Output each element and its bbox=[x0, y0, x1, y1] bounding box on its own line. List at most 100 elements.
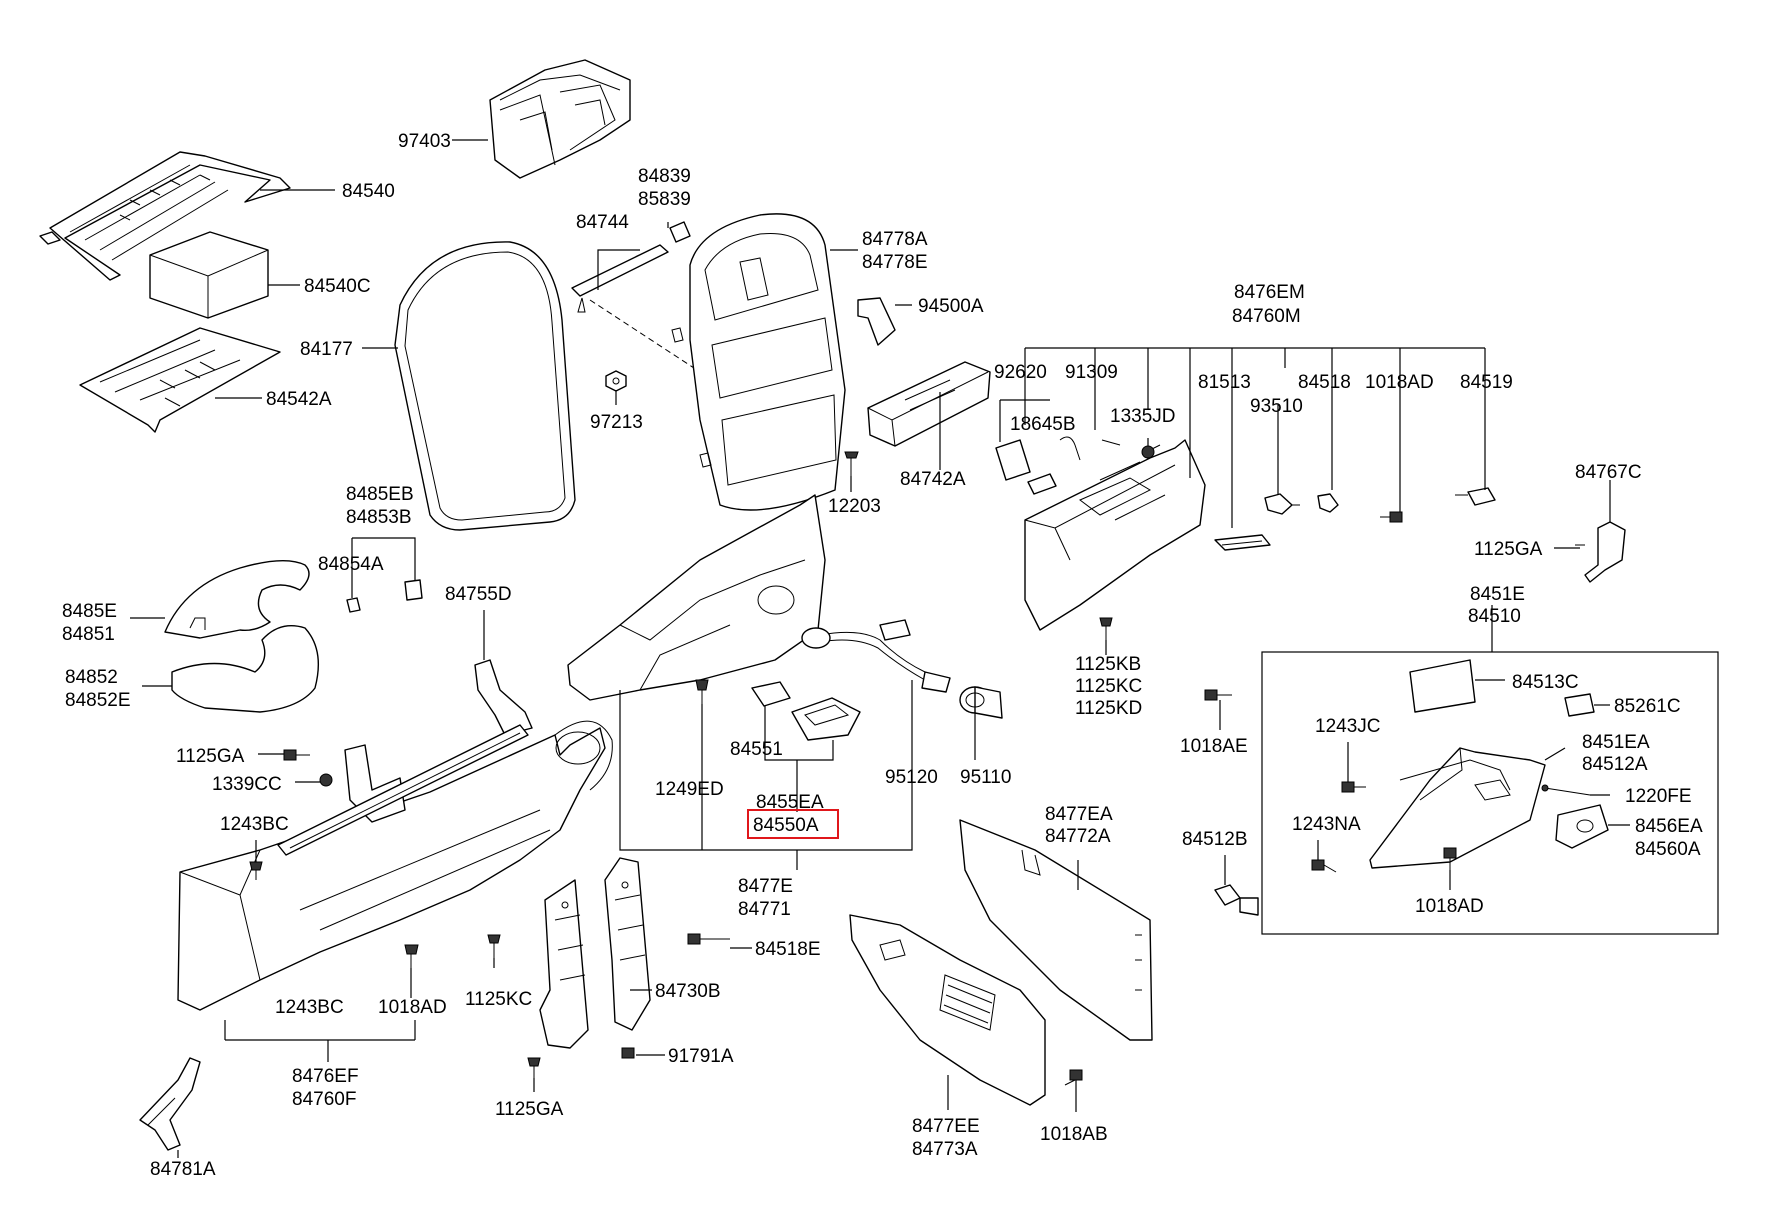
label-84760F[interactable]: 84760F bbox=[292, 1089, 356, 1110]
sticker-85261C-drawing bbox=[1564, 693, 1595, 717]
label-84767C[interactable]: 84767C bbox=[1575, 462, 1642, 483]
label-8456EA[interactable]: 8456EA bbox=[1635, 816, 1703, 837]
label-1335JD[interactable]: 1335JD bbox=[1110, 406, 1176, 427]
label-84773A[interactable]: 84773A bbox=[912, 1139, 978, 1160]
label-8451E[interactable]: 8451E bbox=[1470, 584, 1525, 605]
label-85261C[interactable]: 85261C bbox=[1614, 696, 1681, 717]
label-8477E[interactable]: 8477E bbox=[738, 876, 793, 897]
label-84550A[interactable]: 84550A bbox=[753, 815, 819, 836]
label-12203[interactable]: 12203 bbox=[828, 496, 881, 517]
glovebox-door-8451EA-drawing bbox=[1369, 747, 1546, 869]
air-vent-97403-drawing bbox=[489, 59, 631, 179]
label-84510[interactable]: 84510 bbox=[1468, 606, 1521, 627]
label-84760M[interactable]: 84760M bbox=[1232, 306, 1301, 327]
label-84772A[interactable]: 84772A bbox=[1045, 826, 1111, 847]
label-8477EA[interactable]: 8477EA bbox=[1045, 804, 1113, 825]
label-93510[interactable]: 93510 bbox=[1250, 396, 1303, 417]
clip-84854A-drawing bbox=[346, 597, 361, 613]
shroud-8485E-drawing bbox=[164, 559, 310, 639]
bracket-84781A-drawing bbox=[139, 1057, 201, 1151]
label-84177[interactable]: 84177 bbox=[300, 339, 353, 360]
lower-panel-8476EF-drawing bbox=[177, 720, 613, 1011]
label-1243BC-top[interactable]: 1243BC bbox=[220, 814, 289, 835]
label-18645B[interactable]: 18645B bbox=[1010, 414, 1076, 435]
harness-95120-drawing bbox=[801, 619, 951, 693]
label-1220FE[interactable]: 1220FE bbox=[1625, 786, 1692, 807]
label-84852E[interactable]: 84852E bbox=[65, 690, 131, 711]
label-8485E[interactable]: 8485E bbox=[62, 601, 117, 622]
label-84518E[interactable]: 84518E bbox=[755, 939, 821, 960]
label-84512B[interactable]: 84512B bbox=[1182, 829, 1248, 850]
clip-84853B-drawing bbox=[404, 579, 423, 601]
label-1018AD-top[interactable]: 1018AD bbox=[1365, 372, 1434, 393]
leader-lines bbox=[130, 139, 1630, 1158]
label-84771[interactable]: 84771 bbox=[738, 899, 791, 920]
label-84560A[interactable]: 84560A bbox=[1635, 839, 1701, 860]
label-8451EA[interactable]: 8451EA bbox=[1582, 732, 1650, 753]
label-81513[interactable]: 81513 bbox=[1198, 372, 1251, 393]
lower-cover-8477EE-drawing bbox=[849, 914, 1046, 1106]
label-8455EA[interactable]: 8455EA bbox=[756, 792, 824, 813]
label-84540C[interactable]: 84540C bbox=[304, 276, 371, 297]
label-1125KB[interactable]: 1125KB bbox=[1075, 654, 1141, 675]
screw-1018AE-drawing bbox=[1204, 689, 1232, 701]
label-84744[interactable]: 84744 bbox=[576, 212, 629, 233]
label-84851[interactable]: 84851 bbox=[62, 624, 115, 645]
label-84853B[interactable]: 84853B bbox=[346, 507, 412, 528]
label-84519[interactable]: 84519 bbox=[1460, 372, 1513, 393]
label-84854A[interactable]: 84854A bbox=[318, 554, 384, 575]
label-1018AD-bottom[interactable]: 1018AD bbox=[378, 997, 447, 1018]
label-91309[interactable]: 91309 bbox=[1065, 362, 1118, 383]
latch-8456EA-drawing bbox=[1555, 804, 1609, 849]
screw-84518E-drawing bbox=[687, 933, 730, 945]
label-1125GA-left[interactable]: 1125GA bbox=[176, 746, 245, 767]
label-1243JC[interactable]: 1243JC bbox=[1315, 716, 1381, 737]
label-1125GA-bottom[interactable]: 1125GA bbox=[495, 1099, 564, 1120]
label-8476EM[interactable]: 8476EM bbox=[1234, 282, 1305, 303]
label-84778E[interactable]: 84778E bbox=[862, 252, 928, 273]
label-1018AB[interactable]: 1018AB bbox=[1040, 1124, 1108, 1145]
label-95110[interactable]: 95110 bbox=[960, 767, 1011, 788]
label-1125KC-right[interactable]: 1125KC bbox=[1075, 676, 1142, 697]
label-1125KC-left[interactable]: 1125KC bbox=[465, 989, 532, 1010]
label-84742A[interactable]: 84742A bbox=[900, 469, 966, 490]
label-1018AD-box[interactable]: 1018AD bbox=[1415, 896, 1484, 917]
label-84755D[interactable]: 84755D bbox=[445, 584, 512, 605]
label-84839[interactable]: 84839 bbox=[638, 166, 691, 187]
ashtray-8455EA-drawing bbox=[791, 697, 861, 741]
label-84512A[interactable]: 84512A bbox=[1582, 754, 1648, 775]
label-85839[interactable]: 85839 bbox=[638, 189, 691, 210]
strip-84744-drawing bbox=[571, 221, 721, 386]
highlight-box[interactable] bbox=[747, 809, 839, 839]
label-84542A[interactable]: 84542A bbox=[266, 389, 332, 410]
clip-94500A-drawing bbox=[857, 297, 896, 346]
label-97213[interactable]: 97213 bbox=[590, 412, 643, 433]
label-1125GA-right[interactable]: 1125GA bbox=[1474, 539, 1543, 560]
label-1249ED[interactable]: 1249ED bbox=[655, 779, 724, 800]
label-95120[interactable]: 95120 bbox=[885, 767, 938, 788]
label-8477EE[interactable]: 8477EE bbox=[912, 1116, 980, 1137]
label-84513C[interactable]: 84513C bbox=[1512, 672, 1579, 693]
label-84852[interactable]: 84852 bbox=[65, 667, 118, 688]
label-8476EF[interactable]: 8476EF bbox=[292, 1066, 359, 1087]
label-84781A[interactable]: 84781A bbox=[150, 1159, 216, 1180]
side-panel-8477EA-drawing bbox=[959, 819, 1153, 1041]
label-97403[interactable]: 97403 bbox=[398, 131, 451, 152]
label-84551[interactable]: 84551 bbox=[730, 739, 783, 760]
label-1339CC[interactable]: 1339CC bbox=[212, 774, 282, 795]
label-94500A[interactable]: 94500A bbox=[918, 296, 984, 317]
bracket-84767C-drawing bbox=[1575, 521, 1626, 583]
label-84540[interactable]: 84540 bbox=[342, 181, 395, 202]
label-1018AE[interactable]: 1018AE bbox=[1180, 736, 1248, 757]
label-84518[interactable]: 84518 bbox=[1298, 372, 1351, 393]
label-92620[interactable]: 92620 bbox=[994, 362, 1047, 383]
label-1243BC-bottom[interactable]: 1243BC bbox=[275, 997, 344, 1018]
label-84730B[interactable]: 84730B bbox=[655, 981, 721, 1002]
pin-1220FE-drawing bbox=[1541, 784, 1591, 796]
label-1125KD[interactable]: 1125KD bbox=[1075, 698, 1142, 719]
label-1243NA[interactable]: 1243NA bbox=[1292, 814, 1361, 835]
label-84778A[interactable]: 84778A bbox=[862, 229, 928, 250]
label-8485EB[interactable]: 8485EB bbox=[346, 484, 414, 505]
label-91791A[interactable]: 91791A bbox=[668, 1046, 734, 1067]
